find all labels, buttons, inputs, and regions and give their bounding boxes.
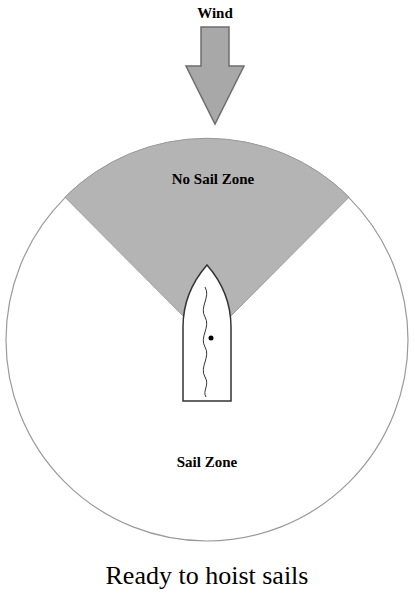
wedge-shape — [4, 137, 410, 543]
no-sail-zone-wedge: No Sail Zone — [4, 137, 410, 543]
zone-label: Sail Zone — [177, 454, 237, 471]
sail-zone-circle: Sail Zone No Sail Zone — [4, 137, 410, 543]
caption: Ready to hoist sails — [106, 562, 309, 591]
zone-label: No Sail Zone — [172, 171, 255, 188]
wind-label: Wind — [197, 5, 233, 22]
